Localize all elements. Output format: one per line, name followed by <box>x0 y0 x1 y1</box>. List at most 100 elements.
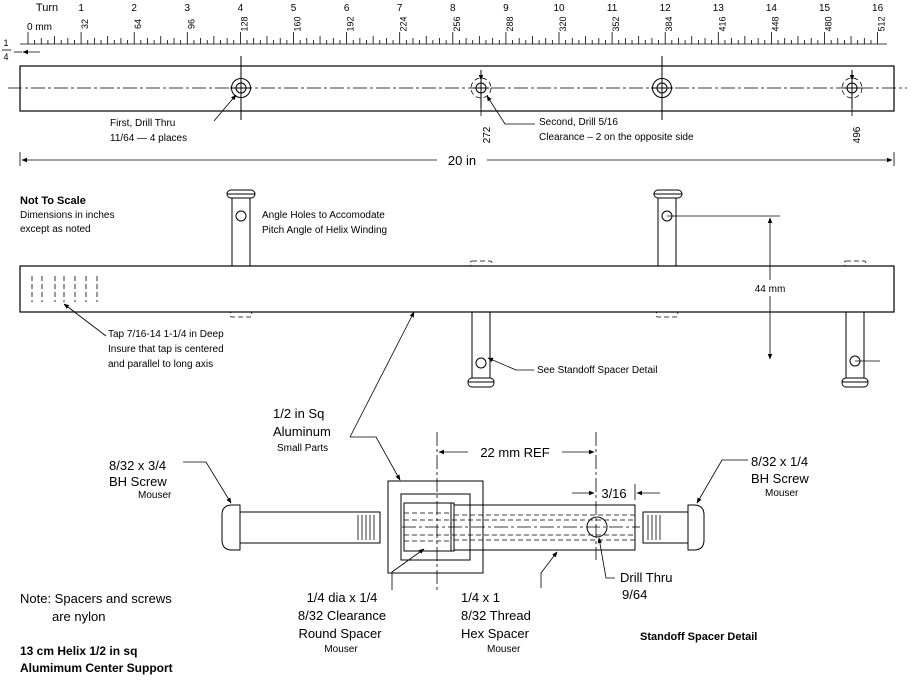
standoff-note: See Standoff Spacer Detail <box>537 365 657 376</box>
mm-label-512: 512 <box>877 16 887 31</box>
mm-label-32: 32 <box>80 19 90 29</box>
round-spacer-label-1: 1/4 dia x 1/4 <box>307 590 378 605</box>
mm-label-480: 480 <box>824 16 834 31</box>
detail-title: Standoff Spacer Detail <box>640 631 757 643</box>
turn-label-7: 7 <box>397 3 403 14</box>
dim-316-label: 3/16 <box>601 486 626 501</box>
right-screw-label-1: 8/32 x 1/4 <box>751 454 808 469</box>
aluminum-label-2: Aluminum <box>273 424 331 439</box>
ref-label: 22 mm REF <box>480 445 549 460</box>
nylon-note-2: are nylon <box>52 609 105 624</box>
angle-note-1: Angle Holes to Accomodate <box>262 210 385 221</box>
mm-label-128: 128 <box>239 16 249 31</box>
turn-label-9: 9 <box>503 3 509 14</box>
angle-note-2: Pitch Angle of Helix Winding <box>262 225 387 236</box>
standoff-down-1 <box>467 260 495 388</box>
hole-1-note-line-2: 11/64 — 4 places <box>110 133 187 144</box>
offset-numerator: 1 <box>3 38 8 48</box>
aluminum-leader-detail <box>350 436 401 481</box>
not-to-scale-label: Not To Scale <box>20 195 86 207</box>
tap-note-3: and parallel to long axis <box>108 359 213 370</box>
nylon-note-1: Note: Spacers and screws <box>20 591 172 606</box>
tap-leader <box>63 303 107 337</box>
turn-label-12: 12 <box>660 3 672 14</box>
dimensions-note-1: Dimensions in inches <box>20 210 115 221</box>
dim-272: 272 <box>482 126 493 143</box>
mm-label-320: 320 <box>558 16 568 31</box>
left-screw-leader <box>183 461 232 504</box>
mm-label-416: 416 <box>717 16 727 31</box>
zero-mm-label: 0 mm <box>27 22 52 33</box>
aluminum-section-outer <box>387 480 484 574</box>
mm-label-160: 160 <box>293 16 303 31</box>
drill-hole-3 <box>651 56 673 120</box>
left-bh-screw <box>221 504 381 551</box>
round-spacer-label-2: 8/32 Clearance <box>298 608 386 623</box>
cross-drill-hole <box>586 516 608 538</box>
turn-label-6: 6 <box>344 3 350 14</box>
hex-spacer-label-4: Mouser <box>487 644 521 655</box>
turn-label-5: 5 <box>291 3 297 14</box>
length-label: 20 in <box>448 153 476 168</box>
aluminum-label-1: 1/2 in Sq <box>273 406 324 421</box>
turn-label: Turn <box>36 2 58 14</box>
turn-label-16: 16 <box>872 3 884 14</box>
drill-leader <box>597 537 615 579</box>
aluminum-leader-side <box>349 311 415 438</box>
hex-spacer-leader <box>540 551 558 588</box>
turn-label-2: 2 <box>131 3 137 14</box>
mm-label-256: 256 <box>452 16 462 31</box>
height-label: 44 mm <box>755 284 786 295</box>
drill-label-1: Drill Thru <box>620 570 673 585</box>
aluminum-section-inner <box>400 493 471 561</box>
hole-1-note-line-1: First, Drill Thru <box>110 118 175 129</box>
right-bh-screw <box>642 504 705 551</box>
aluminum-label-3: Small Parts <box>277 443 328 454</box>
right-screw-leader <box>696 459 748 504</box>
round-spacer-label-4: Mouser <box>324 644 358 655</box>
right-screw-label-3: Mouser <box>765 488 799 499</box>
turn-label-3: 3 <box>185 3 191 14</box>
hole-2-note-line-2: Clearance – 2 on the opposite side <box>539 132 694 143</box>
drill-label-2: 9/64 <box>622 587 647 602</box>
turn-label-15: 15 <box>819 3 831 14</box>
turn-label-10: 10 <box>553 3 565 14</box>
turn-label-13: 13 <box>713 3 725 14</box>
offset-denominator: 4 <box>3 52 8 62</box>
top-view: First, Drill Thru 11/64 — 4 places Secon… <box>8 56 907 168</box>
side-bar <box>19 265 895 313</box>
turn-label-11: 11 <box>607 3 618 14</box>
turn-label-14: 14 <box>766 3 778 14</box>
standoff-leader <box>487 357 534 371</box>
turn-label-1: 1 <box>78 3 84 14</box>
hex-spacer-label-2: 8/32 Thread <box>461 608 531 623</box>
round-spacer-leader <box>391 548 425 590</box>
dimensions-note-2: except as noted <box>20 224 91 235</box>
hex-spacer-label-1: 1/4 x 1 <box>461 590 500 605</box>
turn-label-8: 8 <box>450 3 456 14</box>
left-screw-label-1: 8/32 x 3/4 <box>109 458 166 473</box>
hole-1-leader <box>213 94 237 122</box>
mm-label-384: 384 <box>664 16 674 31</box>
left-screw-label-3: Mouser <box>138 490 172 501</box>
turn-label-4: 4 <box>238 3 244 14</box>
hole-2-note-line-1: Second, Drill 5/16 <box>539 117 618 128</box>
side-view: Not To Scale Dimensions in inches except… <box>19 189 895 388</box>
hex-spacer-label-3: Hex Spacer <box>461 626 530 641</box>
tap-note-1: Tap 7/16-14 1-1/4 in Deep <box>108 329 224 340</box>
drawing-title-1: 13 cm Helix 1/2 in sq <box>20 644 137 658</box>
tap-note-2: Insure that tap is centered <box>108 344 224 355</box>
mm-label-96: 96 <box>186 19 196 29</box>
right-screw-label-2: BH Screw <box>751 471 809 486</box>
mm-label-448: 448 <box>770 16 780 31</box>
round-spacer-label-3: Round Spacer <box>298 626 382 641</box>
tapped-hole-hidden-lines <box>31 276 98 302</box>
standoff-up-2 <box>653 189 683 318</box>
drill-hole-1 <box>230 56 252 120</box>
mm-label-192: 192 <box>346 16 356 31</box>
top-bar <box>19 65 895 112</box>
